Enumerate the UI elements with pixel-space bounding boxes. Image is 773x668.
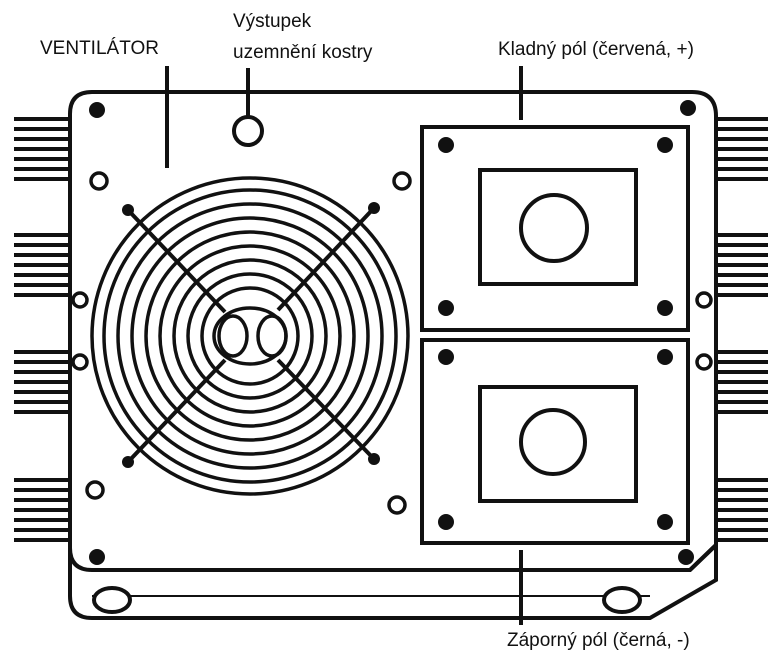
positive-terminal-bolt [519, 193, 589, 263]
side-mount-holes [71, 291, 713, 371]
ground-stud-label-line1: Výstupek [233, 11, 312, 32]
ground-stud-label-line2: uzemnění kostry [233, 42, 373, 63]
positive-terminal-block [420, 125, 690, 332]
mounting-flange [68, 540, 718, 620]
fan-grille [90, 176, 410, 496]
negative-terminal-bolt [519, 408, 587, 476]
left-heatsink-fins [12, 117, 70, 542]
ground-stud [232, 115, 264, 147]
leader-lines [165, 66, 523, 625]
fan-guard-struts [126, 206, 376, 464]
negative-terminal-label: Záporný pól (černá, -) [507, 630, 690, 651]
fan-label: VENTILÁTOR [40, 38, 159, 59]
fan-mount-holes [85, 171, 412, 515]
flange-mount-hole-left [92, 586, 132, 614]
positive-terminal-label: Kladný pól (červená, +) [498, 39, 694, 60]
negative-terminal-block [420, 338, 690, 545]
right-heatsink-fins [712, 117, 770, 542]
housing-corner-screws [89, 100, 696, 565]
fan-strut-screws [122, 202, 380, 468]
flange-mount-hole-right [602, 586, 642, 614]
